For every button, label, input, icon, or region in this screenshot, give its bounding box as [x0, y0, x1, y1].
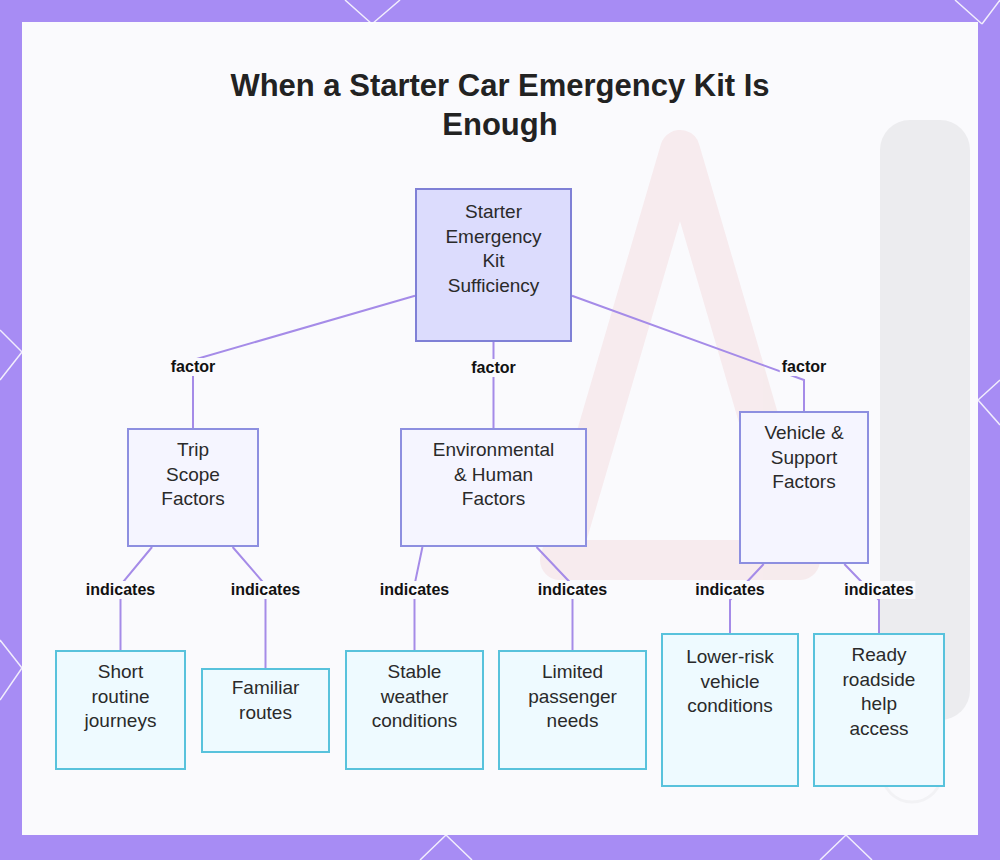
- node-label: Starter Emergency Kit Sufficiency: [437, 200, 550, 298]
- node-label: Limited passenger needs: [510, 660, 635, 734]
- factor-box: Trip Scope Factors: [127, 428, 259, 547]
- node-label: Trip Scope Factors: [151, 438, 235, 512]
- edge-label: factor: [169, 358, 217, 376]
- panel: [22, 22, 978, 835]
- root-box: Starter Emergency Kit Sufficiency: [415, 188, 572, 342]
- edge-label: factor: [469, 359, 517, 377]
- node-label: Short routine journeys: [67, 660, 174, 734]
- node-label: Environmental & Human Factors: [428, 438, 559, 512]
- connector: [572, 296, 804, 411]
- node-label: Lower-risk vehicle conditions: [677, 645, 783, 719]
- connector-group: [121, 296, 880, 668]
- indicator-box: Limited passenger needs: [498, 650, 647, 770]
- node-label: Vehicle & Support Factors: [753, 421, 855, 495]
- node-label: Familiar routes: [215, 676, 316, 725]
- edge-label: indicates: [229, 581, 302, 599]
- node-label: Ready roadside help access: [829, 643, 929, 741]
- node-label: Stable weather conditions: [357, 660, 472, 734]
- edge-label: indicates: [693, 581, 766, 599]
- diagram-title: When a Starter Car Emergency Kit Is Enou…: [190, 66, 810, 144]
- indicator-box: Stable weather conditions: [345, 650, 484, 770]
- indicator-box: Short routine journeys: [55, 650, 186, 770]
- indicator-box: Ready roadside help access: [813, 633, 945, 787]
- connector: [493, 342, 495, 428]
- indicator-box: Familiar routes: [201, 668, 330, 753]
- factor-box: Environmental & Human Factors: [400, 428, 587, 547]
- edge-label: indicates: [842, 581, 915, 599]
- edge-label: indicates: [378, 581, 451, 599]
- edge-label: indicates: [536, 581, 609, 599]
- indicator-box: Lower-risk vehicle conditions: [661, 633, 799, 787]
- edge-label: factor: [780, 358, 828, 376]
- connector: [193, 296, 415, 428]
- factor-box: Vehicle & Support Factors: [739, 411, 869, 564]
- edge-label: indicates: [84, 581, 157, 599]
- connector: [233, 547, 266, 668]
